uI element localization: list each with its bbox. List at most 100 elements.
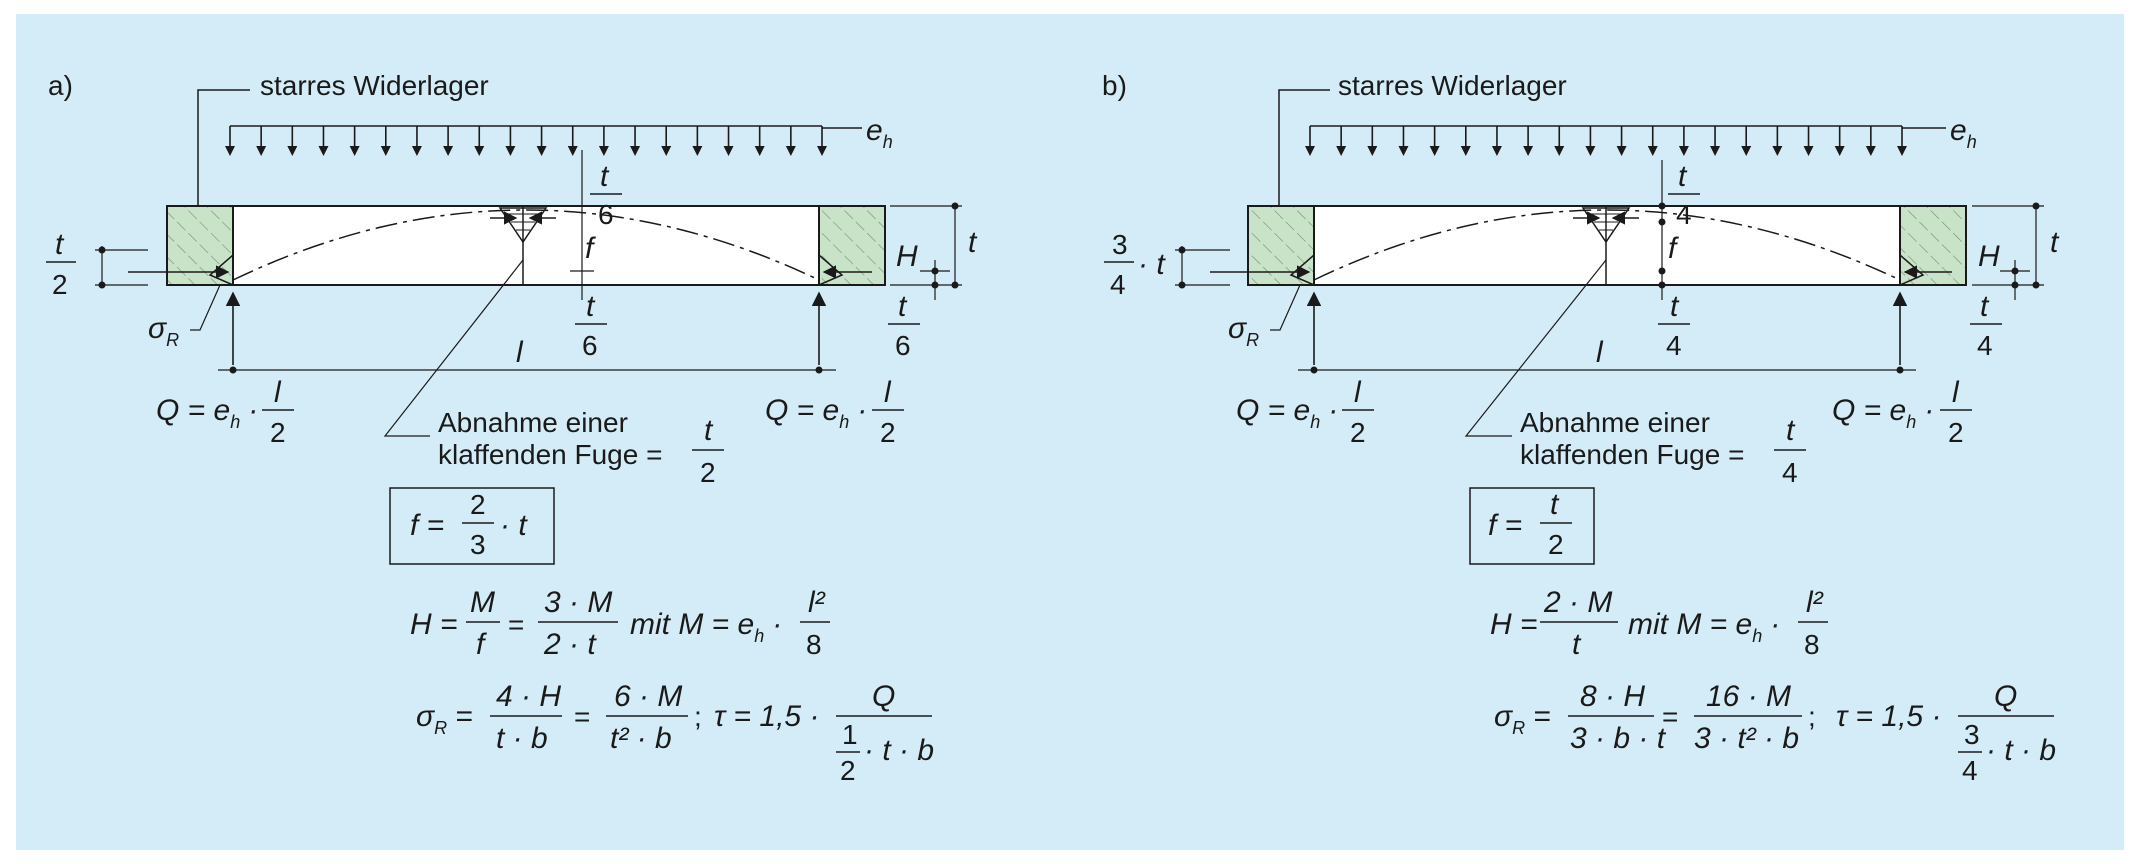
eq2-sigma-a: σR= bbox=[416, 700, 473, 738]
joint-line2-a: klaffenden Fuge = bbox=[438, 439, 662, 470]
abutment-left-a bbox=[166, 205, 234, 286]
distributed-load-b bbox=[1305, 125, 1907, 156]
q-right-a: Q = eh· bbox=[765, 394, 867, 432]
dim-dot-a-3 bbox=[931, 267, 939, 275]
load-arrowhead bbox=[349, 146, 360, 156]
load-arrowhead bbox=[474, 146, 485, 156]
sigma-leader-b bbox=[1270, 284, 1301, 331]
joint-leader-a bbox=[383, 259, 524, 437]
wall-section-a bbox=[232, 205, 820, 286]
eq2-tau-a: τ = 1,5 · bbox=[714, 700, 819, 733]
load-arrowhead bbox=[1803, 146, 1814, 156]
load-arrowhead bbox=[630, 146, 641, 156]
load-arrowhead bbox=[661, 146, 672, 156]
dim-dot-a-1 bbox=[951, 202, 959, 210]
box-num-b: t bbox=[1550, 488, 1560, 521]
eq2-tau-b: τ = 1,5 · bbox=[1836, 700, 1941, 733]
thrust-arch-b bbox=[1313, 209, 1901, 281]
distributed-load-a bbox=[225, 125, 827, 156]
eq1-d2-a: 2 · t bbox=[543, 628, 597, 661]
panel-b-label: b) bbox=[1102, 70, 1127, 101]
eq2-d3-rest-a: · t · b bbox=[864, 734, 934, 767]
q-right-den-b: 2 bbox=[1948, 417, 1964, 448]
t6-right-num-a: t bbox=[898, 290, 908, 323]
q-right-b: Q = eh· bbox=[1832, 394, 1934, 432]
t-label-right-b: t bbox=[2050, 226, 2060, 259]
load-arrowhead bbox=[287, 146, 298, 156]
wall-section-b bbox=[1313, 205, 1901, 286]
eq2-n2-b: 16 · M bbox=[1706, 680, 1791, 713]
f-formula-box-b bbox=[1469, 487, 1595, 565]
load-arrowhead bbox=[723, 146, 734, 156]
eq2-n3-b: Q bbox=[1994, 680, 2017, 713]
t-label-right-a: t bbox=[968, 226, 978, 259]
box-den-a: 3 bbox=[470, 529, 486, 560]
load-arrowhead bbox=[1554, 146, 1565, 156]
load-label-a: eh bbox=[866, 114, 893, 152]
eq1-H-b: H = bbox=[1490, 608, 1538, 641]
load-arrowhead bbox=[1710, 146, 1721, 156]
dim-dot-b-4 bbox=[1658, 281, 1666, 289]
eq1-n1-b: 2 · M bbox=[1543, 586, 1612, 619]
support-label-a: starres Widerlager bbox=[260, 70, 489, 101]
t34-left-den-b: 4 bbox=[1110, 269, 1126, 300]
joint-den-b: 4 bbox=[1782, 457, 1798, 488]
t2-left-den-a: 2 bbox=[52, 269, 68, 300]
load-arrowhead bbox=[256, 146, 267, 156]
eq2-n3-a: Q bbox=[872, 680, 895, 713]
eq2-n1-b: 8 · H bbox=[1580, 680, 1645, 713]
q-left-num-a: l bbox=[274, 376, 282, 409]
support-stress-right-b bbox=[1899, 253, 1925, 287]
box-lhs-a: f = bbox=[410, 509, 444, 542]
t2-left-num-a: t bbox=[55, 228, 65, 261]
dim-dot-b-12 bbox=[1896, 366, 1904, 374]
dim-dot-b-3 bbox=[1658, 267, 1666, 275]
eq2-d1-b: 3 · b · t bbox=[1570, 722, 1667, 755]
dim-dot-b-2 bbox=[1658, 218, 1666, 226]
span-label-a: l bbox=[516, 336, 524, 369]
background-panel bbox=[16, 14, 2124, 850]
abutment-left-b bbox=[1247, 205, 1315, 286]
dim-dot-b-10 bbox=[1178, 281, 1186, 289]
dim-dot-b-9 bbox=[1178, 246, 1186, 254]
dim-dot-b-11 bbox=[1310, 366, 1318, 374]
panel-a-label: a) bbox=[48, 70, 73, 101]
dim-dot-b-5 bbox=[2032, 202, 2040, 210]
joint-den-a: 2 bbox=[700, 457, 716, 488]
joint-line1-a: Abnahme einer bbox=[438, 407, 628, 438]
q-right-den-a: 2 bbox=[880, 417, 896, 448]
eq1-mit-b: mit M = eh· bbox=[1628, 608, 1780, 646]
f-label-a: f bbox=[585, 232, 596, 265]
q-right-num-a: l bbox=[884, 376, 892, 409]
dim-dot-a-8 bbox=[815, 366, 823, 374]
eq2-semi-b: ; bbox=[1808, 701, 1816, 732]
load-arrowhead bbox=[1647, 146, 1658, 156]
crown-stress-a bbox=[498, 207, 548, 244]
load-arrowhead bbox=[1772, 146, 1783, 156]
dim-dot-b-7 bbox=[2011, 267, 2019, 275]
eq1-n3-b: l² bbox=[1806, 586, 1824, 619]
load-arrowhead bbox=[1429, 146, 1440, 156]
t34-left-num-b: 3 bbox=[1112, 229, 1128, 260]
support-leader-b bbox=[1278, 89, 1330, 205]
eq1-H-a: H = bbox=[410, 608, 458, 641]
load-arrowhead bbox=[567, 146, 578, 156]
load-arrowhead bbox=[1491, 146, 1502, 156]
load-arrowhead bbox=[1523, 146, 1534, 156]
load-arrowhead bbox=[1585, 146, 1596, 156]
eq2-d3-num-b: 3 bbox=[1964, 719, 1980, 750]
eq1-d1-b: t bbox=[1572, 628, 1582, 661]
eq2-d2-b: 3 · t² · b bbox=[1694, 722, 1799, 755]
panel-a: a) starres Widerlager eh f t bbox=[46, 70, 978, 786]
dim-dot-b-1 bbox=[1658, 202, 1666, 210]
t4-right-num-b: t bbox=[1980, 290, 1990, 323]
q-left-a: Q = eh· bbox=[156, 394, 258, 432]
box-den-b: 2 bbox=[1548, 529, 1564, 560]
eq1-d3-b: 8 bbox=[1804, 629, 1820, 660]
thrust-arch-a bbox=[232, 209, 820, 281]
eq2-semi-a: ; bbox=[694, 701, 702, 732]
load-arrowhead bbox=[1616, 146, 1627, 156]
eq1-n2-a: 3 · M bbox=[544, 586, 612, 619]
load-arrowhead bbox=[536, 146, 547, 156]
t4-top-den-b: 4 bbox=[1676, 199, 1692, 230]
